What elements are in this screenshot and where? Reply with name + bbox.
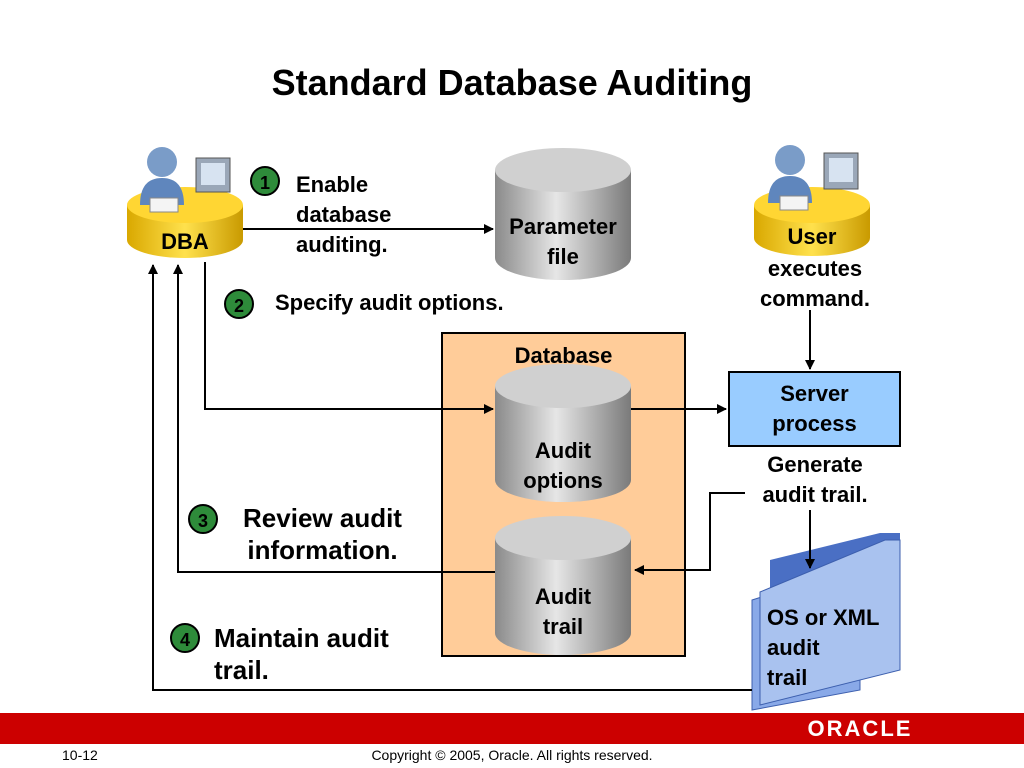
audit-options-cylinder [495, 364, 631, 502]
audit-trail-cylinder [495, 516, 631, 655]
audit-trail-line-2: trail [542, 614, 584, 639]
audit-options-line-1: Audit [534, 438, 592, 463]
step-1-text: Enable database auditing. [296, 170, 391, 260]
os-xml-line-1: OS or XML [767, 605, 880, 630]
parameter-file-label: Parameter file [495, 212, 631, 272]
dba-actor-icon [127, 147, 243, 258]
server-process-line-2: process [772, 411, 857, 436]
user-label: User [787, 224, 837, 249]
server-process-line-1: Server [780, 381, 849, 406]
os-xml-line-2: audit [767, 635, 820, 660]
step-3-line-2: information. [247, 535, 398, 565]
step-4-line-1: Maintain audit [214, 623, 389, 653]
audit-options-line-2: options [523, 468, 603, 493]
audit-options-label: Audit options [495, 436, 631, 496]
generate-line-2: audit trail. [762, 482, 868, 507]
step-4-text: Maintain audit trail. [214, 622, 389, 686]
step-3-text: Review audit information. [225, 502, 420, 566]
parameter-file-line-2: file [547, 244, 579, 269]
user-action-text: executes command. [730, 254, 900, 314]
os-xml-label: OS or XML audit trail [767, 603, 879, 693]
user-action-line-2: command. [759, 286, 871, 311]
step-2-badge: 2 [224, 289, 254, 319]
page-number: 10-12 [62, 747, 98, 763]
step-1-line-3: auditing. [296, 232, 388, 257]
step-1-line-2: database [296, 202, 392, 227]
database-label: Database [514, 343, 613, 368]
footer-bar [0, 713, 1024, 744]
step-4-badge: 4 [170, 623, 200, 653]
step-3-line-1: Review audit [243, 503, 402, 533]
copyright-text: Copyright © 2005, Oracle. All rights res… [371, 747, 653, 763]
step-2-text: Specify audit options. [275, 290, 504, 315]
step-3-badge: 3 [188, 504, 218, 534]
step-4-line-2: trail. [214, 655, 269, 685]
os-xml-folder-icon [751, 533, 901, 711]
page-title: Standard Database Auditing [271, 62, 753, 103]
step-1-badge: 1 [250, 166, 280, 196]
generate-text: Generate audit trail. [740, 450, 890, 510]
generate-line-1: Generate [767, 452, 863, 477]
parameter-file-cylinder [495, 148, 631, 280]
user-action-line-1: executes [767, 256, 863, 281]
user-actor-icon [754, 145, 870, 256]
step-1-line-1: Enable [296, 172, 369, 197]
os-xml-line-3: trail [767, 665, 808, 690]
connectors [148, 224, 815, 691]
audit-trail-line-1: Audit [534, 584, 592, 609]
parameter-file-line-1: Parameter [509, 214, 617, 239]
audit-trail-label: Audit trail [495, 582, 631, 642]
dba-label: DBA [161, 229, 209, 254]
server-process-box: Server process [728, 371, 901, 447]
oracle-logo: ORACLE [807, 716, 913, 741]
